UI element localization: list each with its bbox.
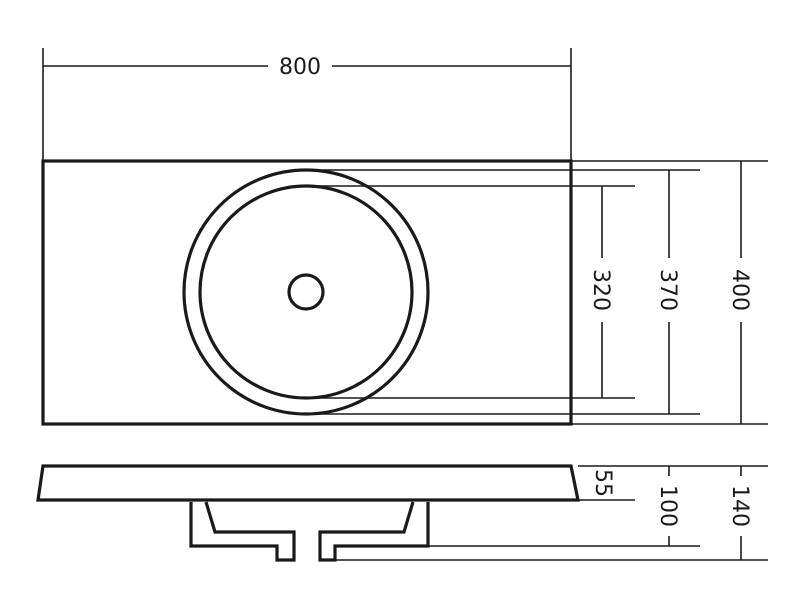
basin-left-outer xyxy=(189,501,296,562)
bowl-dimensions: 320 370 400 xyxy=(306,160,768,425)
height-dimensions: 55 100 140 xyxy=(335,465,768,561)
outer-bowl-rim xyxy=(182,168,430,416)
total-height-label: 140 xyxy=(727,485,752,527)
inner-bowl xyxy=(198,184,414,400)
outer-bowl-label: 370 xyxy=(655,269,680,311)
top-view xyxy=(41,159,573,426)
countertop-outline xyxy=(41,159,573,426)
width-label: 800 xyxy=(279,55,321,80)
bowl-height-label: 100 xyxy=(655,485,680,527)
side-countertop xyxy=(36,464,580,502)
drain-hole xyxy=(287,273,325,311)
width-dimension: 800 xyxy=(42,48,572,160)
depth-label: 400 xyxy=(727,269,752,311)
basin-right-outer xyxy=(318,501,430,562)
inner-bowl-label: 320 xyxy=(588,269,613,311)
top-thickness-label: 55 xyxy=(590,469,615,497)
